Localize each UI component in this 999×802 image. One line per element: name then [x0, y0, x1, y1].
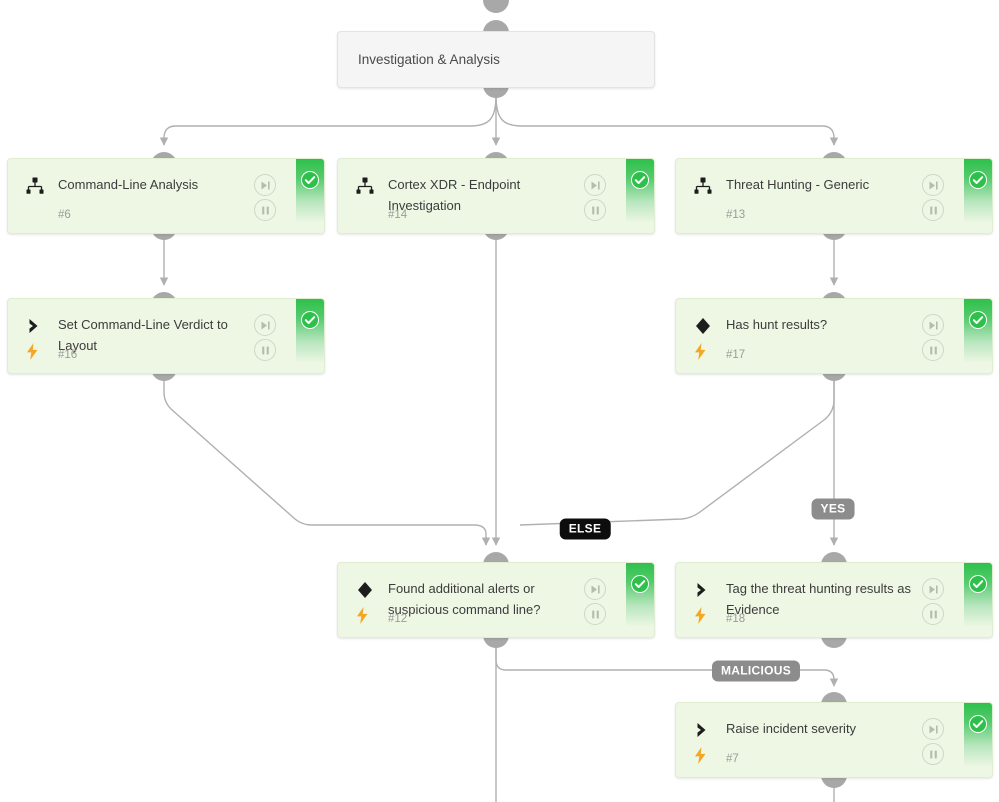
anchor-12-in — [483, 552, 509, 565]
task-title: Command-Line Analysis — [58, 177, 199, 192]
task-id: #12 — [388, 613, 408, 625]
task-id: #17 — [726, 349, 746, 361]
lightning-bolt-icon — [692, 605, 708, 625]
automated-task-icon — [692, 579, 714, 601]
node-task-13[interactable]: Threat Hunting - Generic #13 — [675, 158, 993, 234]
lightning-bolt-icon — [692, 745, 708, 765]
node-task-18[interactable]: Tag the threat hunting results as Eviden… — [675, 562, 993, 638]
node-task-7[interactable]: Raise incident severity #7 — [675, 702, 993, 778]
anchor-12-out — [483, 635, 509, 648]
edge-17-else-to-12 — [519, 378, 835, 526]
playbook-icon — [692, 175, 714, 197]
automated-task-icon — [692, 719, 714, 741]
anchor-canvas-top — [483, 0, 509, 13]
task-title: Set Command-Line Verdict to Layout — [58, 317, 228, 353]
task-title: Raise incident severity — [726, 721, 857, 736]
task-title: Has hunt results? — [726, 317, 828, 332]
node-task-16[interactable]: Set Command-Line Verdict to Layout #16 — [7, 298, 325, 374]
edge-label-malicious[interactable]: MALICIOUS — [711, 660, 801, 682]
status-badge-completed — [301, 311, 319, 329]
status-badge-completed — [969, 575, 987, 593]
edge-label-yes[interactable]: YES — [811, 498, 855, 520]
pause-icon[interactable] — [922, 603, 944, 625]
anchor-7-in — [821, 692, 847, 705]
task-title: Found additional alerts or suspicious co… — [388, 581, 541, 617]
skip-icon[interactable] — [922, 314, 944, 336]
pause-icon[interactable] — [254, 339, 276, 361]
playbook-icon — [354, 175, 376, 197]
status-badge-completed — [631, 575, 649, 593]
task-title: Tag the threat hunting results as Eviden… — [726, 581, 912, 617]
lightning-bolt-icon — [692, 341, 708, 361]
playbook-icon — [24, 175, 46, 197]
edge-16-to-12 — [163, 378, 491, 546]
node-task-17[interactable]: Has hunt results? #17 — [675, 298, 993, 374]
anchor-header-out — [483, 85, 509, 98]
skip-icon[interactable] — [584, 578, 606, 600]
anchor-18-in — [821, 552, 847, 565]
status-badge-completed — [969, 715, 987, 733]
task-id: #16 — [58, 349, 78, 361]
node-task-12[interactable]: Found additional alerts or suspicious co… — [337, 562, 655, 638]
lightning-bolt-icon — [24, 341, 40, 361]
skip-icon[interactable] — [254, 314, 276, 336]
anchor-7-out — [821, 775, 847, 788]
node-task-6[interactable]: Command-Line Analysis #6 — [7, 158, 325, 234]
pause-icon[interactable] — [922, 339, 944, 361]
task-id: #7 — [726, 753, 739, 765]
status-badge-completed — [301, 171, 319, 189]
skip-icon[interactable] — [922, 174, 944, 196]
skip-icon[interactable] — [922, 718, 944, 740]
skip-icon[interactable] — [584, 174, 606, 196]
pause-icon[interactable] — [922, 199, 944, 221]
anchor-header-in — [483, 20, 509, 33]
pause-icon[interactable] — [922, 743, 944, 765]
automated-task-icon — [24, 315, 46, 337]
condition-icon — [692, 315, 714, 337]
edge-header-to-13 — [495, 94, 839, 146]
status-badge-completed — [969, 171, 987, 189]
task-id: #6 — [58, 209, 71, 221]
status-badge-completed — [631, 171, 649, 189]
lightning-bolt-icon — [354, 605, 370, 625]
node-header-title: Investigation & Analysis — [358, 52, 500, 67]
node-investigation-and-analysis[interactable]: Investigation & Analysis — [337, 31, 655, 88]
condition-icon — [354, 579, 376, 601]
anchor-18-out — [821, 635, 847, 648]
status-badge-completed — [969, 311, 987, 329]
node-task-14[interactable]: Cortex XDR - Endpoint Investigation #14 — [337, 158, 655, 234]
pause-icon[interactable] — [254, 199, 276, 221]
task-id: #14 — [388, 209, 408, 221]
task-title: Threat Hunting - Generic — [726, 177, 870, 192]
skip-icon[interactable] — [254, 174, 276, 196]
edge-label-else[interactable]: ELSE — [559, 518, 611, 540]
pause-icon[interactable] — [584, 603, 606, 625]
task-id: #18 — [726, 613, 746, 625]
edge-header-to-6 — [159, 94, 497, 146]
pause-icon[interactable] — [584, 199, 606, 221]
skip-icon[interactable] — [922, 578, 944, 600]
task-id: #13 — [726, 209, 746, 221]
task-title: Cortex XDR - Endpoint Investigation — [388, 177, 521, 213]
